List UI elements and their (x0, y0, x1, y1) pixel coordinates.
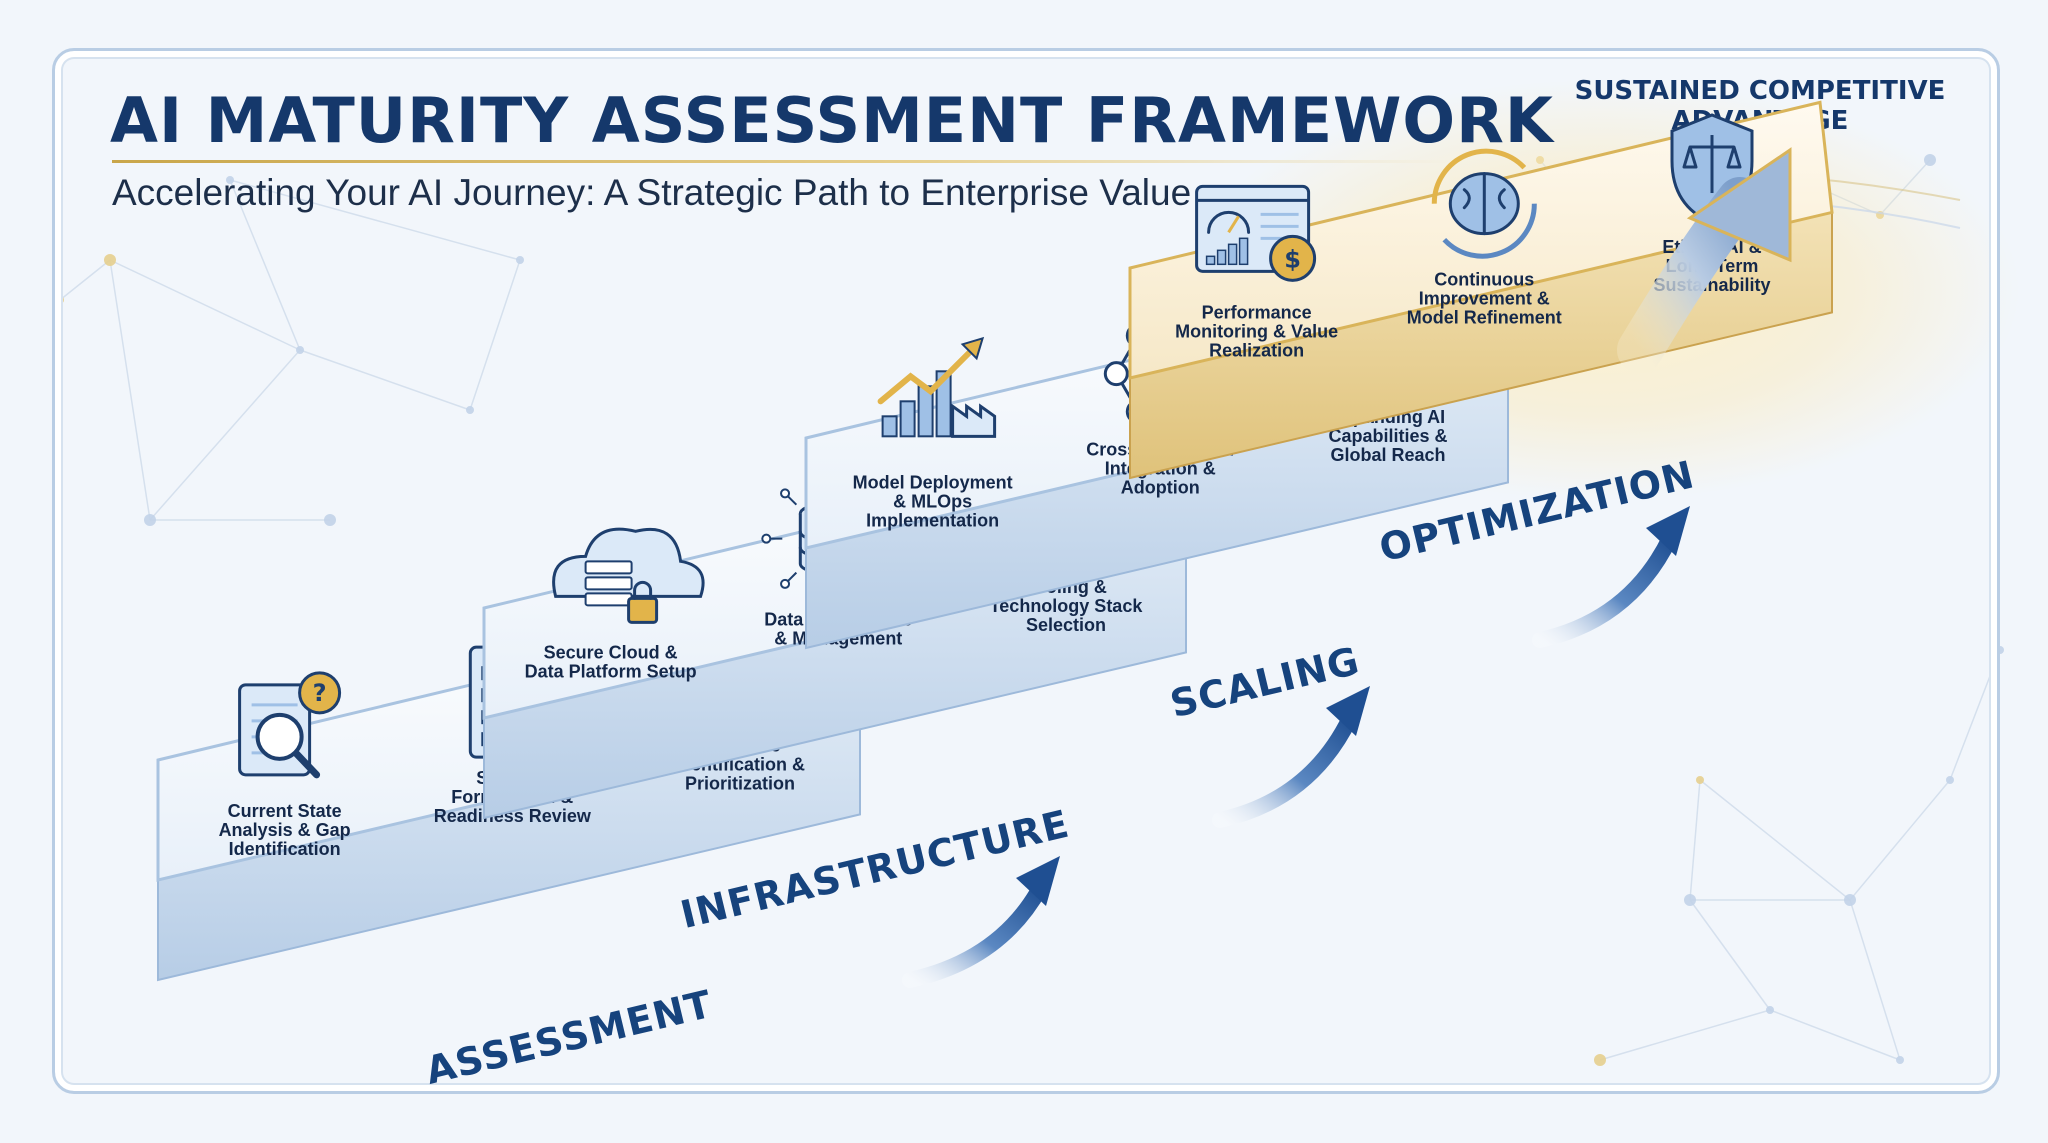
dashboard-dollar-icon: $ (1195, 184, 1317, 282)
item-label-line: & MLOps (893, 491, 972, 511)
item-label-line: Data Platform Setup (525, 661, 697, 681)
page-title: AI MATURITY ASSESSMENT FRAMEWORK (110, 84, 1554, 157)
item-label-line: Capabilities & (1328, 426, 1447, 446)
item-label-line: Identification (229, 839, 341, 859)
item-label-line: Model Deployment (853, 472, 1013, 492)
item-label-line: Selection (1026, 615, 1106, 635)
item-label-line: Model Refinement (1407, 308, 1562, 328)
secure-cloud-icon (552, 527, 705, 624)
item-1-0: Secure Cloud &Data Platform Setup (525, 527, 705, 681)
item-label-line: Readiness Review (434, 806, 592, 826)
item-label-line: Implementation (866, 510, 999, 530)
item-label-line: Technology Stack (990, 596, 1144, 616)
item-label-line: Continuous (1434, 270, 1534, 290)
item-label-line: Monitoring & Value (1175, 321, 1338, 341)
svg-text:?: ? (313, 679, 327, 707)
item-label-line: Secure Cloud & (544, 642, 678, 662)
item-label-line: Prioritization (685, 774, 795, 794)
growth-chart-factory-icon (877, 336, 997, 438)
item-label-line: Performance (1202, 302, 1312, 322)
progress-arrow-2 (1212, 686, 1370, 828)
item-label-line: Improvement & (1419, 289, 1550, 309)
progress-arrow-1 (902, 856, 1060, 988)
item-label-line: Analysis & Gap (219, 820, 351, 840)
goal-line-1: SUSTAINED COMPETITIVE (1574, 76, 1946, 106)
goal-arrow (1617, 147, 1792, 373)
stage-label-assessment: ASSESSMENT (421, 982, 716, 1093)
frame-border (52, 48, 2000, 1094)
progress-arrow-3 (1532, 506, 1690, 648)
step-top-face (1128, 100, 1834, 380)
item-label-line: Global Reach (1330, 445, 1445, 465)
page-subtitle: Accelerating Your AI Journey: A Strategi… (112, 172, 1192, 213)
svg-text:$: $ (1284, 245, 1301, 273)
title-underline (112, 160, 1452, 163)
item-label-line: Current State (228, 801, 342, 821)
brain-cycle-icon (1431, 148, 1537, 259)
document-search-icon: ? (238, 671, 342, 779)
item-label-line: Realization (1209, 340, 1304, 360)
item-label-line: Adoption (1121, 478, 1200, 498)
